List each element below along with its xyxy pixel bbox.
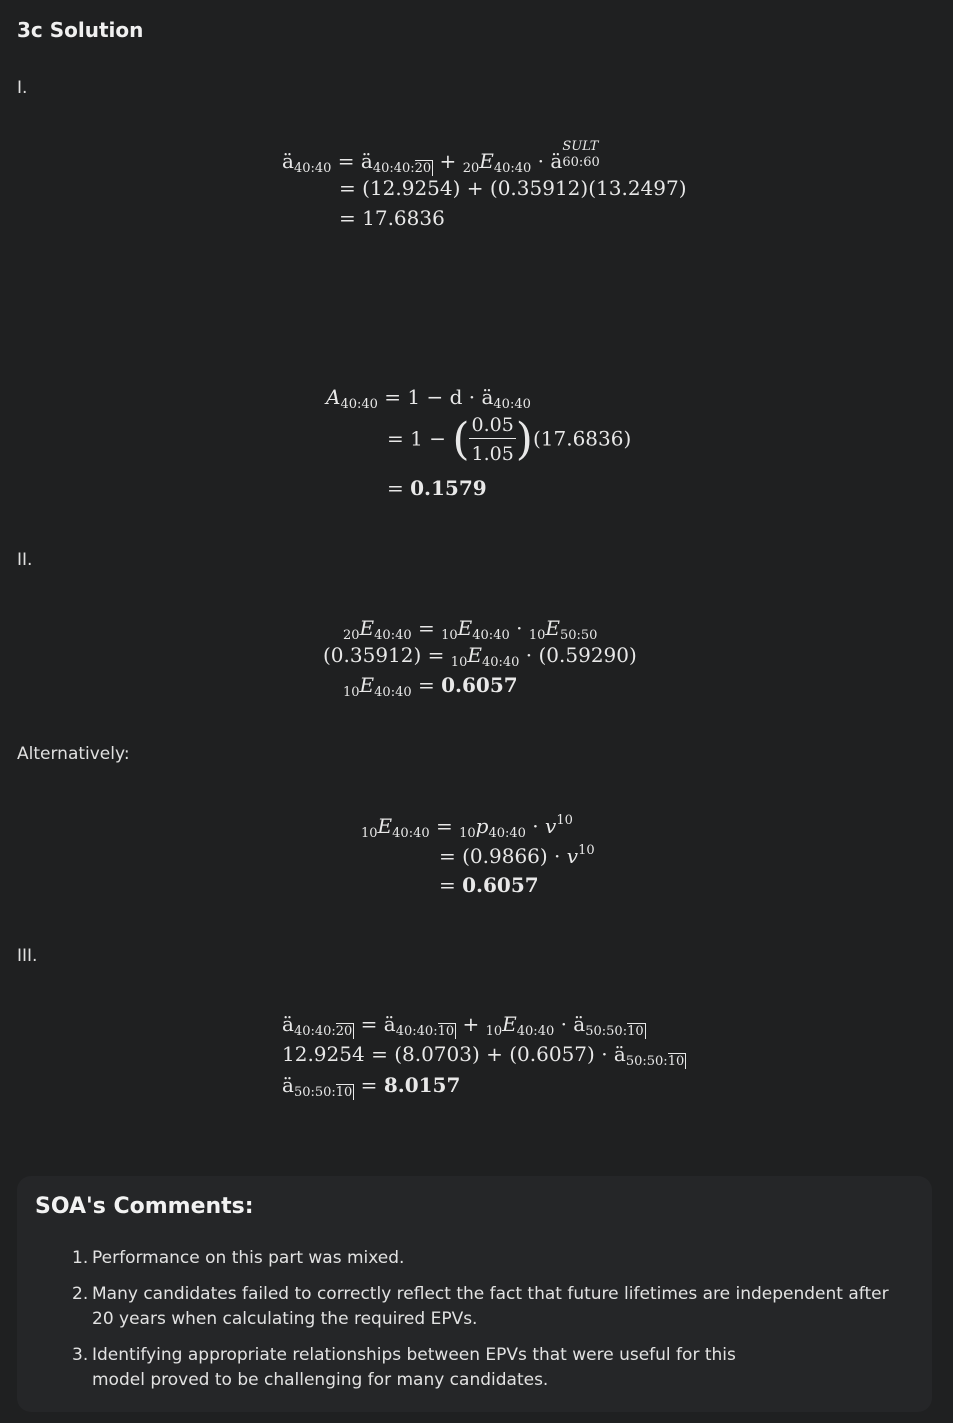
list-item: 2.Many candidates failed to correctly re… — [72, 1284, 889, 1329]
soa-comments-box: SOA's Comments: 1.Performance on this pa… — [17, 1176, 932, 1412]
fraction-numerator: 0.05 — [469, 416, 516, 439]
equation-line: = 17.6836 — [339, 206, 445, 230]
page-title: 3c Solution — [17, 18, 144, 42]
equation-line: (0.35912) — [323, 643, 422, 667]
result-value: 0.6057 — [441, 673, 518, 697]
equation-line: = (0.9866) · — [439, 844, 567, 868]
result-value: 0.1579 — [410, 476, 487, 500]
comments-title: SOA's Comments: — [35, 1194, 254, 1219]
equation-line: (17.6836) — [532, 426, 632, 451]
result-value: 8.0157 — [383, 1073, 461, 1097]
part-label-i: I. — [17, 78, 28, 98]
equation-line: = 1 − d · ä — [384, 385, 494, 409]
comments-list: 1.Performance on this part was mixed. 2.… — [72, 1246, 912, 1404]
equation-line: 12.9254 — [282, 1042, 365, 1066]
part-label-ii: II. — [17, 550, 33, 570]
part-label-iii: III. — [17, 946, 38, 966]
equation-line: = (12.9254) + (0.35912)(13.2497) — [339, 176, 687, 200]
result-value: 0.6057 — [462, 873, 539, 897]
fraction-denominator: 1.05 — [471, 443, 514, 465]
list-item: 3.Identifying appropriate relationships … — [72, 1345, 736, 1390]
equation-line: · (0.59290) — [525, 643, 637, 667]
equation-line: = (8.0703) + (0.6057) · ä — [371, 1042, 626, 1066]
list-item: 1.Performance on this part was mixed. — [72, 1248, 405, 1268]
alternatively-label: Alternatively: — [17, 744, 130, 764]
